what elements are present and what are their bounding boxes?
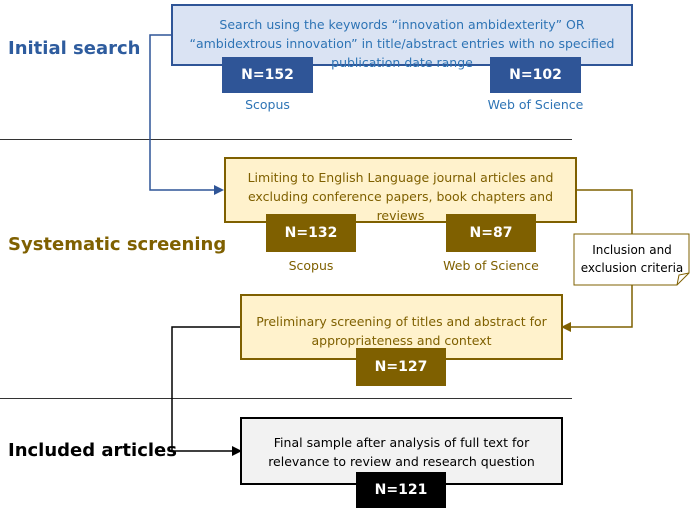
final-sample-box: Final sample after analysis of full text… bbox=[240, 417, 563, 485]
stage-label-initial: Initial search bbox=[8, 38, 141, 59]
screening-text: Limiting to English Language journal art… bbox=[247, 170, 554, 223]
initial-search-box: Search using the keywords “innovation am… bbox=[171, 4, 633, 70]
initial-search-text: Search using the keywords “innovation am… bbox=[189, 17, 615, 70]
preliminary-count: N=127 bbox=[356, 348, 446, 386]
arrow-preliminary-to-final bbox=[171, 326, 242, 456]
preliminary-screening-text: Preliminary screening of titles and abst… bbox=[256, 314, 547, 348]
final-count: N=121 bbox=[356, 472, 446, 508]
stage-label-included: Included articles bbox=[8, 440, 177, 461]
divider-bottom bbox=[0, 398, 572, 399]
screening-scopus-label: Scopus bbox=[288, 258, 334, 273]
final-sample-text: Final sample after analysis of full text… bbox=[268, 435, 535, 469]
screening-box: Limiting to English Language journal art… bbox=[224, 157, 577, 223]
stage-label-screening: Systematic screening bbox=[8, 234, 227, 255]
initial-wos-count: N=102 bbox=[490, 57, 581, 93]
criteria-note-text: Inclusion and exclusion criteria bbox=[580, 243, 684, 275]
screening-wos-count: N=87 bbox=[446, 214, 536, 252]
initial-wos-label: Web of Science bbox=[487, 97, 584, 112]
initial-scopus-count: N=152 bbox=[222, 57, 313, 93]
arrow-initial-to-screening bbox=[149, 34, 224, 195]
screening-scopus-count: N=132 bbox=[266, 214, 356, 252]
divider-top bbox=[0, 139, 572, 140]
initial-scopus-label: Scopus bbox=[245, 97, 290, 112]
screening-wos-label: Web of Science bbox=[443, 258, 539, 273]
criteria-note: Inclusion and exclusion criteria bbox=[573, 233, 690, 287]
criteria-note-shape bbox=[573, 233, 690, 286]
